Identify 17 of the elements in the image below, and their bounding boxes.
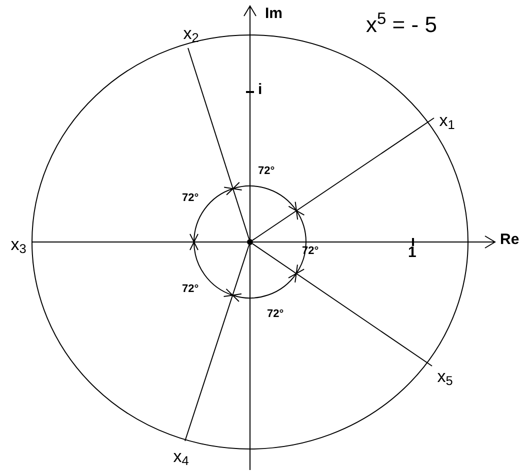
origin-point bbox=[247, 239, 253, 245]
angle-label: 72° bbox=[182, 284, 199, 295]
angle-label: 72° bbox=[182, 193, 199, 204]
tick-label: i bbox=[258, 82, 262, 97]
root-label: x$_{4}$ bbox=[168, 441, 194, 471]
radius-line bbox=[184, 244, 250, 442]
radius-line bbox=[188, 48, 250, 240]
angle-label: 72° bbox=[267, 309, 284, 320]
axis-label: Re bbox=[500, 232, 520, 247]
root-label: x$_{5}$ bbox=[432, 362, 458, 390]
tick-label: 1 bbox=[408, 245, 416, 260]
angle-label: 72° bbox=[258, 166, 275, 177]
root-label: x$_{3}$ bbox=[5, 230, 32, 258]
axis-label: Im bbox=[265, 6, 283, 21]
radius-line bbox=[252, 118, 434, 241]
root-label: x$_{1}$ bbox=[434, 106, 460, 134]
equation: x$^{5}$ = - 5 bbox=[366, 14, 437, 36]
